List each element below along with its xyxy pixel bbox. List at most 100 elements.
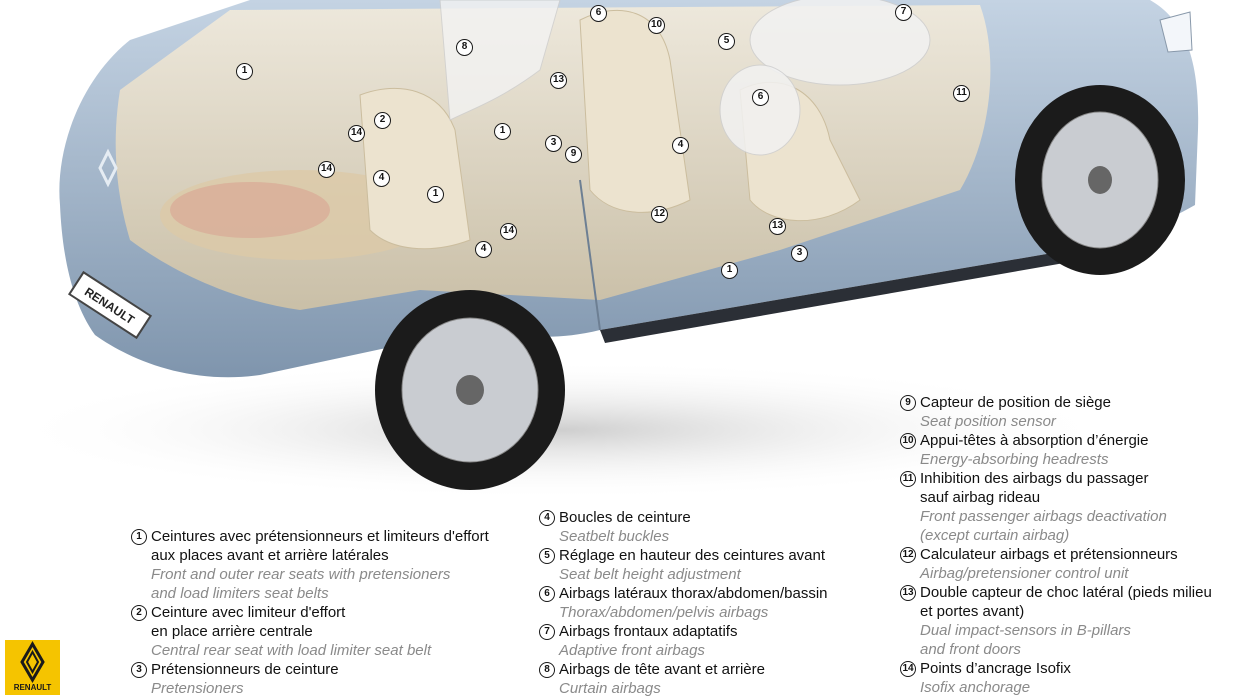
headlight [1159,11,1193,53]
legend-english-text: Airbag/pretensioner control unit [920,565,1129,582]
rear-wheel [375,290,565,490]
legend-item-8: 8 Airbags de tête avant et arrière Curta… [539,660,879,698]
ground-shadow [0,360,1120,500]
legend-item-12: 12 Calculateur airbags et prétensionneur… [900,545,1235,583]
callout-marker: 14 [318,161,335,178]
legend-english-text: Seat position sensor [920,413,1056,430]
legend-number: 1 [131,529,147,545]
callout-marker: 6 [752,89,769,106]
legend-number: 4 [539,510,555,526]
legend-number: 5 [539,548,555,564]
legend-column-3: 9 Capteur de position de siège Seat posi… [900,393,1235,697]
legend-french-text: en place arrière centrale [151,623,313,640]
callout-marker: 4 [373,170,390,187]
legend-french-text: Airbags latéraux thorax/abdomen/bassin [559,585,828,602]
callout-marker: 4 [475,241,492,258]
legend-english-text: Isofix anchorage [920,679,1031,696]
callout-marker: 1 [721,262,738,279]
legend-english-text: Seatbelt buckles [559,528,670,545]
callout-marker: 3 [545,135,562,152]
legend-column-2: 4 Boucles de ceinture Seatbelt buckles 5… [539,508,879,698]
legend-english-text: Central rear seat with load limiter seat… [151,642,432,659]
legend-french-text: aux places avant et arrière latérales [151,547,389,564]
callout-marker: 3 [791,245,808,262]
rear-seat [359,88,471,250]
legend-number: 11 [900,471,916,487]
callout-marker: 6 [590,5,607,22]
curtain-airbag [439,0,561,121]
legend-english-text: Thorax/abdomen/pelvis airbags [559,604,769,621]
door-sill [600,250,1070,343]
callout-marker: 5 [718,33,735,50]
callout-marker: 2 [374,112,391,129]
callout-marker: 7 [895,4,912,21]
legend-french-text: et portes avant) [920,603,1025,620]
legend-french-text: Appui-têtes à absorption d’énergie [920,432,1149,449]
door-line [579,179,601,331]
legend-number: 10 [900,433,916,449]
callout-marker: 13 [769,218,786,235]
callout-marker: 10 [648,17,665,34]
brand-name: RENAULT [13,683,52,692]
legend-number: 2 [131,605,147,621]
legend-item-1: 1 Ceintures avec prétensionneurs et limi… [131,527,521,603]
legend-number: 9 [900,395,916,411]
legend-english-text: Seat belt height adjustment [559,566,741,583]
legend-english-text: Curtain airbags [559,680,661,697]
callout-marker: 9 [565,146,582,163]
legend-french-text: Points d’ancrage Isofix [920,660,1071,677]
callout-marker: 4 [672,137,689,154]
legend-item-14: 14 Points d’ancrage Isofix Isofix anchor… [900,659,1235,697]
legend-french-text: Ceintures avec prétensionneurs et limite… [151,528,489,545]
legend-french-text: Double capteur de choc latéral (pieds mi… [920,584,1212,601]
callout-marker: 1 [236,63,253,80]
legend-item-13: 13 Double capteur de choc latéral (pieds… [900,583,1235,659]
legend-english-text: Dual impact-sensors in B-pillars [920,622,1131,639]
legend-item-7: 7 Airbags frontaux adaptatifs Adaptive f… [539,622,879,660]
front-passenger-seat [579,9,691,213]
legend-english-text: Front and outer rear seats with pretensi… [151,566,451,583]
legend-french-text: Inhibition des airbags du passager [920,470,1149,487]
front-wheel [1015,85,1185,275]
renault-logo: RENAULT [5,640,60,695]
callout-marker: 14 [348,125,365,142]
legend-item-6: 6 Airbags latéraux thorax/abdomen/bassin… [539,584,879,622]
legend-number: 14 [900,661,916,677]
callout-marker: 13 [550,72,567,89]
callout-marker: 14 [500,223,517,240]
legend-number: 6 [539,586,555,602]
callout-marker: 8 [456,39,473,56]
legend-item-9: 9 Capteur de position de siège Seat posi… [900,393,1235,431]
legend-french-text: Réglage en hauteur des ceintures avant [559,547,826,564]
renault-diamond-icon [98,148,118,188]
legend-column-1: 1 Ceintures avec prétensionneurs et limi… [131,527,521,698]
legend-number: 8 [539,662,555,678]
renault-diamond-icon [20,641,45,683]
legend-english-text: Energy-absorbing headrests [920,451,1109,468]
legend-number: 13 [900,585,916,601]
legend-french-text: Prétensionneurs de ceinture [151,661,339,678]
legend-item-10: 10 Appui-têtes à absorption d’énergie En… [900,431,1235,469]
legend-french-text: Airbags frontaux adaptatifs [559,623,738,640]
legend-english-text: Pretensioners [151,680,244,697]
legend-item-5: 5 Réglage en hauteur des ceintures avant… [539,546,879,584]
car-cutaway-illustration: RENAULT [0,0,1199,500]
legend-french-text: Capteur de position de siège [920,394,1111,411]
legend-french-text: Airbags de tête avant et arrière [559,661,765,678]
legend-number: 12 [900,547,916,563]
trunk-light [170,182,330,238]
legend-item-3: 3 Prétensionneurs de ceinture Pretension… [131,660,521,698]
callout-marker: 1 [494,123,511,140]
callout-marker: 11 [953,85,970,102]
legend-french-text: Calculateur airbags et prétensionneurs [920,546,1178,563]
legend-item-11: 11 Inhibition des airbags du passager sa… [900,469,1235,545]
legend-french-text: Boucles de ceinture [559,509,691,526]
legend-english-text: and front doors [920,641,1021,658]
legend-number: 3 [131,662,147,678]
legend-french-text: sauf airbag rideau [920,489,1041,506]
callout-marker: 1 [427,186,444,203]
legend-french-text: Ceinture avec limiteur d'effort [151,604,346,621]
legend-item-2: 2 Ceinture avec limiteur d'effort en pla… [131,603,521,660]
legend-english-text: Adaptive front airbags [559,642,705,659]
callout-marker: 12 [651,206,668,223]
